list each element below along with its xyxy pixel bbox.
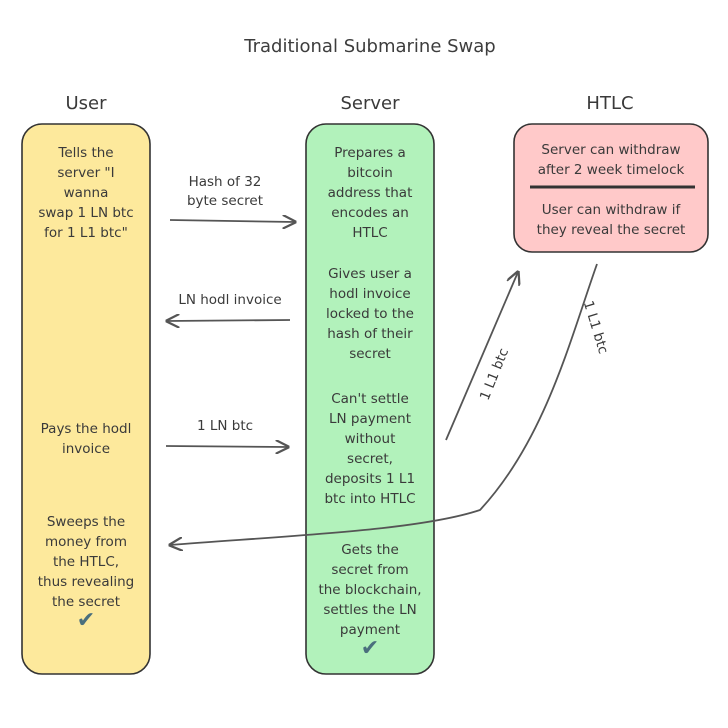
server-column bbox=[305, 123, 435, 675]
server-header: Server bbox=[340, 93, 400, 114]
user-column bbox=[21, 123, 151, 675]
server-check-icon: ✔ bbox=[360, 636, 380, 661]
user-note-sweep: Sweeps the money from the HTLC, thus rev… bbox=[37, 514, 135, 610]
edge-label-ln-btc: 1 LN btc bbox=[196, 418, 254, 434]
arrow-l1-to-htlc bbox=[445, 272, 518, 441]
user-note-request: Tells the server "I wanna swap 1 LN btc … bbox=[38, 145, 134, 241]
arrow-hash-secret bbox=[169, 220, 295, 222]
htlc-note-user-secret: User can withdraw if they reveal the sec… bbox=[536, 202, 686, 238]
arrow-htlc-to-user bbox=[170, 263, 598, 545]
user-check-icon: ✔ bbox=[76, 608, 96, 633]
server-note-prepare: Prepares a bitcoin address that encodes … bbox=[327, 145, 413, 241]
edge-label-hash: Hash of 32 byte secret bbox=[186, 174, 264, 209]
diagram-title: Traditional Submarine Swap bbox=[244, 36, 496, 57]
user-note-pay: Pays the hodl invoice bbox=[40, 421, 132, 457]
arrow-hodl-invoice bbox=[167, 320, 291, 321]
edge-label-hodl-invoice: LN hodl invoice bbox=[178, 292, 282, 308]
server-note-deposit: Can't settle LN payment without secret, … bbox=[324, 391, 416, 507]
user-header: User bbox=[65, 93, 107, 114]
htlc-header: HTLC bbox=[586, 93, 634, 114]
server-note-invoice: Gives user a hodl invoice locked to the … bbox=[326, 266, 414, 362]
htlc-note-server-timelock: Server can withdraw after 2 week timeloc… bbox=[537, 142, 685, 178]
server-note-settle: Gets the secret from the blockchain, set… bbox=[318, 542, 422, 638]
arrow-ln-btc bbox=[165, 446, 288, 447]
